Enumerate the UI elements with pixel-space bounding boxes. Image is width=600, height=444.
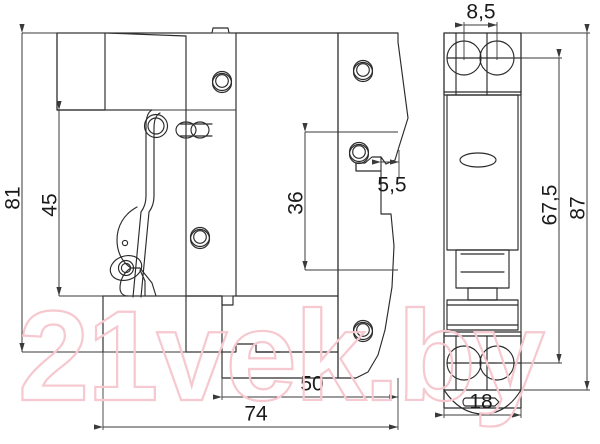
dimension-label-18: 18 (469, 391, 492, 414)
dimension-label-45: 45 (39, 193, 62, 216)
dimension-label-81: 81 (2, 186, 25, 209)
dimension-label-50: 50 (300, 373, 323, 396)
dimension-lines (19, 22, 590, 430)
dimension-labels: 81 45 36 5,5 50 74 8,5 67,5 87 18 (2, 1, 590, 426)
dimension-label-8-5: 8,5 (466, 1, 495, 24)
dimension-label-74: 74 (244, 403, 268, 426)
dimension-label-67-5: 67,5 (539, 185, 562, 226)
dimension-label-87: 87 (567, 196, 590, 219)
dimension-label-5-5: 5,5 (377, 174, 406, 197)
dimension-label-36: 36 (285, 191, 308, 214)
